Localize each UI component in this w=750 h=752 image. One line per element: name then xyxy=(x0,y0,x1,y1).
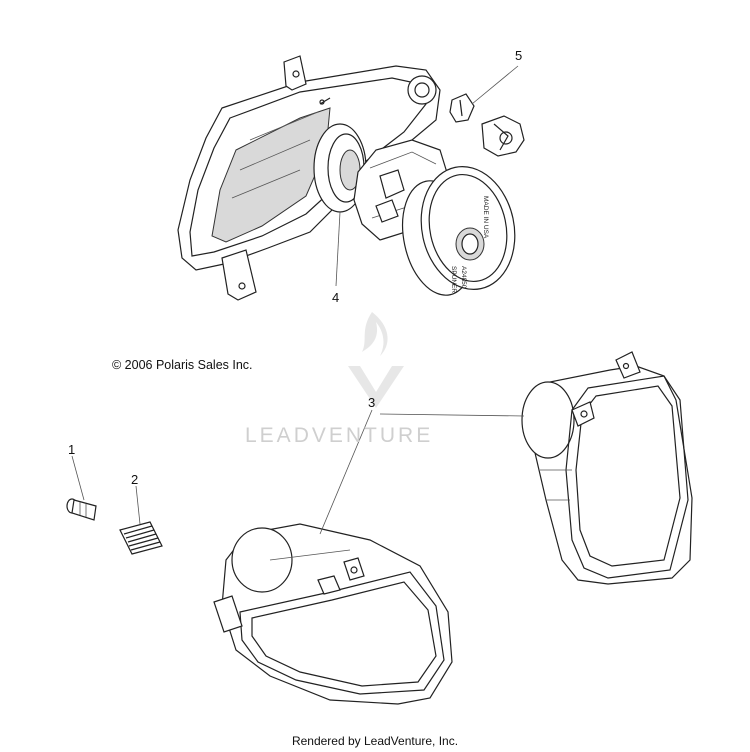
footer-credit: Rendered by LeadVenture, Inc. xyxy=(291,734,459,748)
watermark-text: LEADVENTURE xyxy=(245,424,434,447)
leader-line-1 xyxy=(71,455,85,501)
leader-line-4 xyxy=(335,211,341,287)
adjuster-spring xyxy=(119,521,163,555)
headlight-left xyxy=(213,523,453,705)
callout-3: 3 xyxy=(368,395,376,410)
callout-1: 1 xyxy=(68,442,76,457)
screw xyxy=(66,498,97,521)
headlight-right xyxy=(521,351,693,585)
stamp-text-spuner: SPUNER xyxy=(450,266,457,293)
watermark-logo xyxy=(348,312,404,408)
stamp-text-made-in-usa: MADE IN USA xyxy=(482,196,489,239)
callout-5: 5 xyxy=(515,48,523,63)
small-bulb-and-socket xyxy=(449,93,525,157)
callout-4: 4 xyxy=(332,290,340,305)
leader-line-5 xyxy=(471,65,519,105)
copyright-notice: © 2006 Polaris Sales Inc. xyxy=(112,358,253,372)
stamp-text-code: A24850 xyxy=(460,266,467,289)
callout-2: 2 xyxy=(131,472,139,487)
leader-line-3b xyxy=(379,413,525,417)
bulb-boot-cap: MADE IN USA SPUNER A24850 xyxy=(402,166,516,296)
leader-line-3a xyxy=(319,409,373,535)
leader-line-2 xyxy=(135,485,141,525)
